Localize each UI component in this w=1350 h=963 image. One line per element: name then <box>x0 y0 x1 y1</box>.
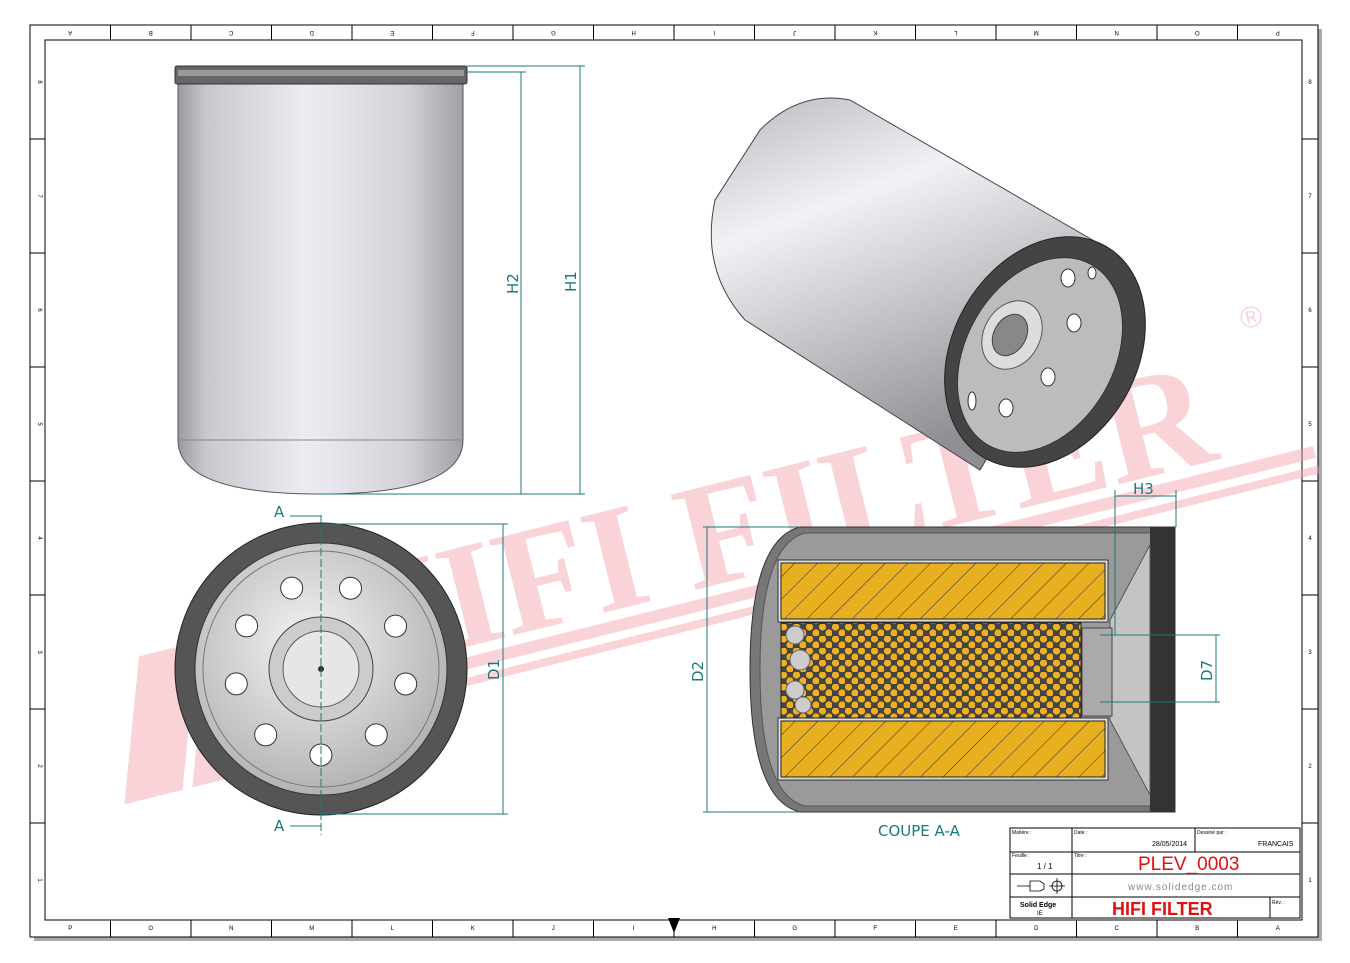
zone-column-top: G <box>551 29 556 35</box>
zone-column-top: O <box>1195 29 1200 35</box>
zone-column-bottom: O <box>148 926 153 932</box>
drain-hole <box>384 614 408 638</box>
drawing-title: PLEV_0003 <box>1138 854 1239 875</box>
drain-hole <box>309 743 333 767</box>
zone-column-top: H <box>632 29 636 35</box>
zone-column-bottom: M <box>309 926 314 932</box>
zone-row-left: 6 <box>36 308 42 312</box>
company-name: HIFI FILTER <box>1112 899 1213 919</box>
zone-column-top: P <box>1276 29 1280 35</box>
zone-row-right: 3 <box>1308 650 1312 656</box>
drawn-by-label: Dessiné par : <box>1197 830 1226 836</box>
zone-column-bottom: J <box>552 926 555 932</box>
zone-row-left: 3 <box>36 650 42 654</box>
drain-hole <box>280 576 304 600</box>
zone-column-top: C <box>228 29 233 35</box>
section-mark-a-bottom: A <box>274 817 285 835</box>
zone-row-left: 8 <box>36 80 42 84</box>
centering-mark <box>668 918 680 933</box>
date-value: 28/05/2014 <box>1152 841 1187 848</box>
zone-column-bottom: H <box>712 926 716 932</box>
zone-column-bottom: C <box>1115 926 1120 932</box>
zone-column-top: D <box>309 29 314 35</box>
zone-column-bottom: L <box>391 926 395 932</box>
drain-hole <box>338 576 362 600</box>
zone-column-top: F <box>471 29 475 35</box>
zone-column-top: N <box>1115 29 1119 35</box>
dim-d2-label: D2 <box>689 661 707 682</box>
zone-column-bottom: E <box>954 926 958 932</box>
zone-column-top: L <box>953 29 957 35</box>
drain-hole <box>254 723 278 747</box>
zone-row-left: 4 <box>36 536 42 540</box>
zone-column-top: I <box>713 29 715 35</box>
zone-column-bottom: N <box>229 926 233 932</box>
zone-row-left: 7 <box>36 194 42 198</box>
front-view: H2 H1 <box>174 65 585 495</box>
zone-column-bottom: K <box>471 926 475 932</box>
zone-column-bottom: B <box>1195 926 1199 932</box>
zone-column-top: K <box>873 29 877 35</box>
zone-column-bottom: A <box>1276 926 1280 932</box>
zone-row-left: 5 <box>36 422 42 426</box>
section-label: COUPE A-A <box>878 822 961 840</box>
dim-d1-label: D1 <box>485 659 503 680</box>
bottom-view: A A D1 <box>174 503 508 835</box>
title-block <box>1009 827 1301 919</box>
drawn-by-value: FRANCAIS <box>1258 841 1294 848</box>
drain-hole <box>394 672 418 696</box>
zone-column-top: B <box>149 29 153 35</box>
zone-column-top: M <box>1034 29 1039 35</box>
zone-row-right: 6 <box>1308 308 1312 314</box>
dim-h3-label: H3 <box>1133 480 1154 498</box>
zone-row-right: 4 <box>1308 536 1312 542</box>
section-mark-a-top: A <box>274 503 285 521</box>
zone-column-bottom: P <box>68 926 72 932</box>
drain-hole <box>224 672 248 696</box>
zone-markers: P A O B N C M D L E K F J G I H H I G J F K E L D M C N B O A P 8 8 7 7 6 6 5 5… <box>30 25 1318 937</box>
revision-label: Rév. : <box>1272 900 1285 906</box>
zone-column-top: E <box>390 29 394 35</box>
zone-row-right: 8 <box>1308 80 1312 86</box>
zone-row-right: 1 <box>1308 878 1312 884</box>
zone-column-bottom: D <box>1034 926 1039 932</box>
zone-column-top: J <box>793 29 796 35</box>
zone-row-left: 2 <box>36 764 42 768</box>
sheet-label: Feuille : <box>1012 853 1030 859</box>
zone-column-top: A <box>68 29 72 35</box>
website: www.solidedge.com <box>1127 882 1233 893</box>
isometric-view <box>710 97 1146 471</box>
zone-row-right: 7 <box>1308 194 1312 200</box>
drain-hole <box>235 614 259 638</box>
dim-d7-label: D7 <box>1198 660 1216 681</box>
dim-h2-label: H2 <box>504 273 522 294</box>
zone-column-bottom: I <box>633 926 635 932</box>
dim-h1-label: H1 <box>562 271 580 292</box>
title-label: Titre : <box>1074 853 1087 859</box>
section-view: D2 H3 D7 COUPE A-A <box>689 480 1220 840</box>
sheet-value: 1 / 1 <box>1037 862 1053 871</box>
zone-row-right: 5 <box>1308 422 1312 428</box>
date-label: Date : <box>1074 830 1087 836</box>
material-label: Matière : <box>1012 830 1031 836</box>
software-name: Solid Edge <box>1020 902 1056 909</box>
zone-column-bottom: F <box>873 926 877 932</box>
zone-row-right: 2 <box>1308 764 1312 770</box>
software-sub: IE <box>1037 911 1043 917</box>
drain-hole <box>364 723 388 747</box>
zone-row-left: 1 <box>36 878 42 882</box>
zone-column-bottom: G <box>792 926 797 932</box>
